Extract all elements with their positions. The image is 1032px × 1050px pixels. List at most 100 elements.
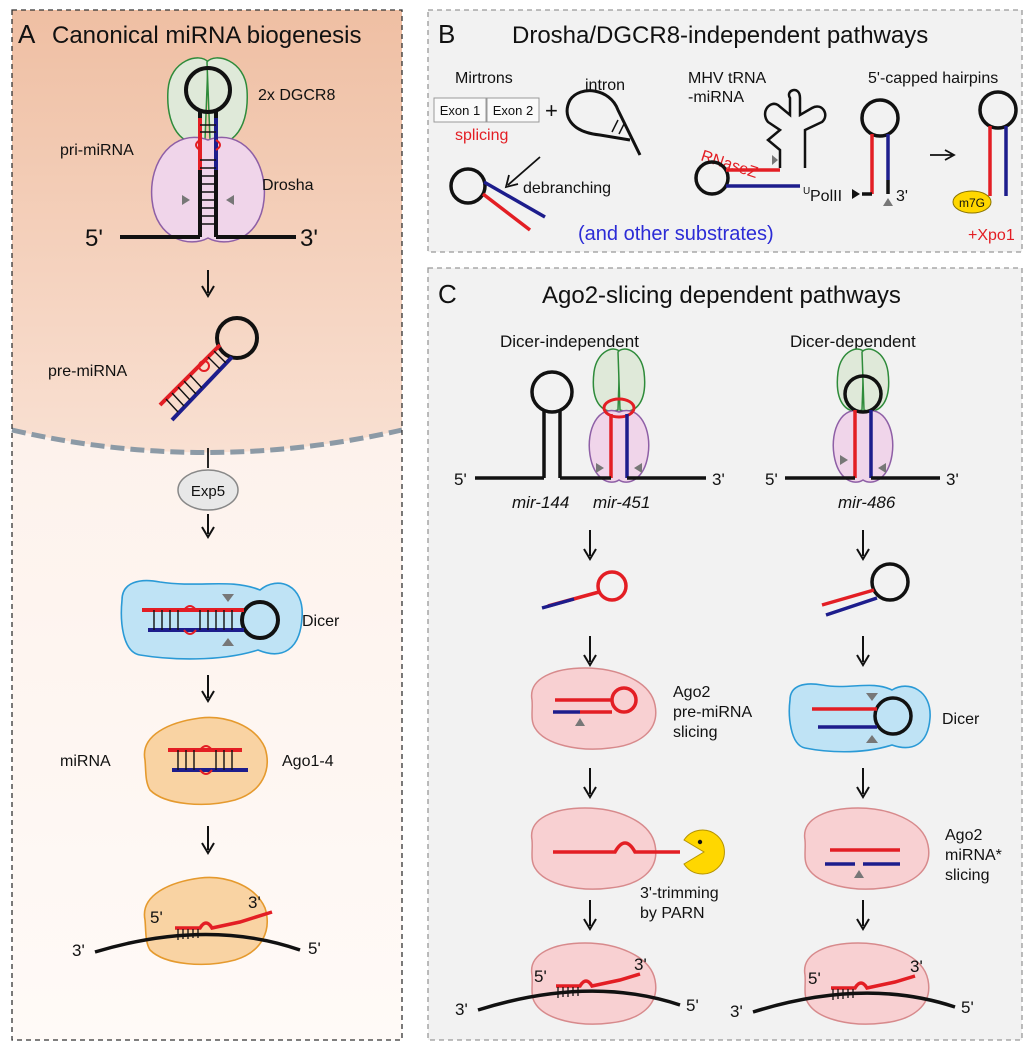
arrow-c-right-2: [856, 636, 870, 667]
capped-arrow: [930, 149, 956, 161]
target-mirna-5: 5': [150, 908, 163, 927]
target-mirna-3: 3': [248, 893, 261, 912]
mir451-dgcr8-left: [592, 348, 621, 412]
panel-c-letter: C: [438, 279, 457, 309]
other-substrates-label: (and other substrates): [578, 223, 774, 245]
final-target-left-seed: [557, 987, 579, 998]
arrow-c-right-4: [856, 900, 870, 931]
xpo1-label: +Xpo1: [968, 227, 1015, 244]
dicer-substrate-bulge: [183, 605, 197, 635]
polii-label: PolII: [810, 188, 842, 205]
mir144-loop: [530, 370, 574, 414]
pre-mirna-strand-blue: [170, 355, 234, 422]
parn-pacman-eye: [697, 839, 703, 845]
panel-b-letter: B: [438, 19, 455, 49]
pri-mirna-basepairs: [200, 124, 216, 225]
pri-mirna-bulge: [195, 139, 221, 151]
pre-mirna-label: pre-miRNA: [48, 363, 127, 380]
pre-mir486-blue: [825, 596, 878, 617]
final-left-mirna-5: 5': [534, 967, 547, 986]
mirtron-hairpin-red: [481, 192, 532, 232]
capped-cleavage-site: [883, 198, 893, 206]
plus-sign: +: [545, 98, 558, 123]
nuclear-envelope: [11, 427, 403, 455]
mirna-duplex-basepairs: [177, 750, 233, 770]
arrow-c-left-4: [583, 900, 597, 931]
intron-label: intron: [585, 77, 625, 94]
mhv-label-line2: -miRNA: [688, 89, 744, 106]
arrow-c-right-3: [856, 768, 870, 799]
ago2-mirnastar-l3: slicing: [945, 867, 989, 884]
mir486-label: mir-486: [838, 493, 896, 512]
final-target-left-mrna: [477, 989, 681, 1012]
mir451-drosha: [588, 409, 650, 483]
final-left-mirna-3: 3': [634, 955, 647, 974]
final-right-mrna-5: 5': [961, 998, 974, 1017]
pri-mirna-label: pri-miRNA: [60, 142, 134, 159]
mirtron-hairpin-blue: [483, 180, 546, 219]
trimming-label-l2: by PARN: [640, 905, 705, 922]
target-ago-protein: [143, 876, 268, 966]
arrow-c-left-1: [583, 530, 597, 561]
final-target-left-mirna: [556, 972, 641, 988]
drosha-protein: [150, 136, 266, 243]
final-right-mrna-3: 3': [730, 1002, 743, 1021]
exportin5: [177, 469, 239, 511]
panel-c-border: [427, 267, 1023, 1041]
target-seed-pairs: [177, 929, 199, 940]
pre-mir486-loop: [870, 562, 910, 602]
trna-structure: [763, 88, 827, 168]
mirtron-hairpin-loop: [449, 167, 487, 205]
pre-mir486-red: [821, 588, 875, 607]
final-left-mrna-3: 3': [455, 1000, 468, 1019]
final-right-mirna-3: 3': [910, 957, 923, 976]
ago2-mirnastar-l2: miRNA*: [945, 847, 1002, 864]
ago1-4-protein: [143, 716, 268, 806]
intron-lariat: [565, 89, 642, 156]
capped-loop-after: [978, 90, 1018, 130]
polii-start-site: [852, 189, 860, 199]
target-mrna-5: 5': [308, 939, 321, 958]
rnasez-cleavage-site: [772, 155, 778, 165]
mhv-hairpin-loop: [694, 160, 730, 196]
debranching-arrow: [504, 156, 541, 189]
panel-a-letter: A: [18, 19, 36, 49]
right-locus-5: 5': [765, 470, 778, 489]
panel-a-title: Canonical miRNA biogenesis: [52, 22, 362, 49]
final-right-mirna-5: 5': [808, 969, 821, 988]
dicer-right-loop: [873, 696, 913, 736]
arrow-c-left-2: [583, 636, 597, 667]
mirna-duplex-bulge: [199, 745, 213, 775]
final-ago2-right-protein: [803, 942, 930, 1025]
mirna-label: miRNA: [60, 753, 111, 770]
dicer-substrate-loop: [240, 600, 280, 640]
pre-mir451-blue: [541, 597, 575, 610]
panel-a-border: [11, 9, 403, 1041]
target-mrna: [94, 932, 301, 954]
final-ago2-left-protein: [530, 942, 657, 1025]
mir144-label: mir-144: [512, 493, 569, 512]
ago2-left-2-mirna: [553, 841, 680, 854]
panel-b-border: [427, 9, 1023, 253]
panel-a: A Canonical miRNA biogenesis 2x DGCR8 pr…: [11, 9, 403, 1041]
dicer-dependent-label: Dicer-dependent: [790, 332, 916, 351]
trimming-label-l1: 3'-trimming: [640, 885, 719, 902]
ago2-right-cleavage: [854, 870, 864, 878]
mir451-dgcr8-right: [617, 348, 646, 412]
ago2-left-2-protein: [530, 807, 657, 890]
arrow-c-right-1: [856, 530, 870, 561]
panel-b-title: Drosha/DGCR8-independent pathways: [512, 22, 928, 49]
capped-label: 5'-capped hairpins: [868, 70, 998, 87]
exon2-label: Exon 2: [493, 103, 533, 118]
mir486-drosha: [832, 409, 894, 483]
mir451-loop: [602, 397, 636, 419]
pre-mirna-basepairs: [165, 350, 227, 413]
dicer-independent-label: Dicer-independent: [500, 332, 639, 351]
capped-3-end: 3': [896, 188, 908, 205]
target-mrna-3: 3': [72, 941, 85, 960]
splicing-label: splicing: [455, 127, 508, 144]
ago2-left-1-cleavage: [575, 718, 585, 726]
mir451-label: mir-451: [593, 493, 650, 512]
drosha-label: Drosha: [262, 177, 314, 194]
